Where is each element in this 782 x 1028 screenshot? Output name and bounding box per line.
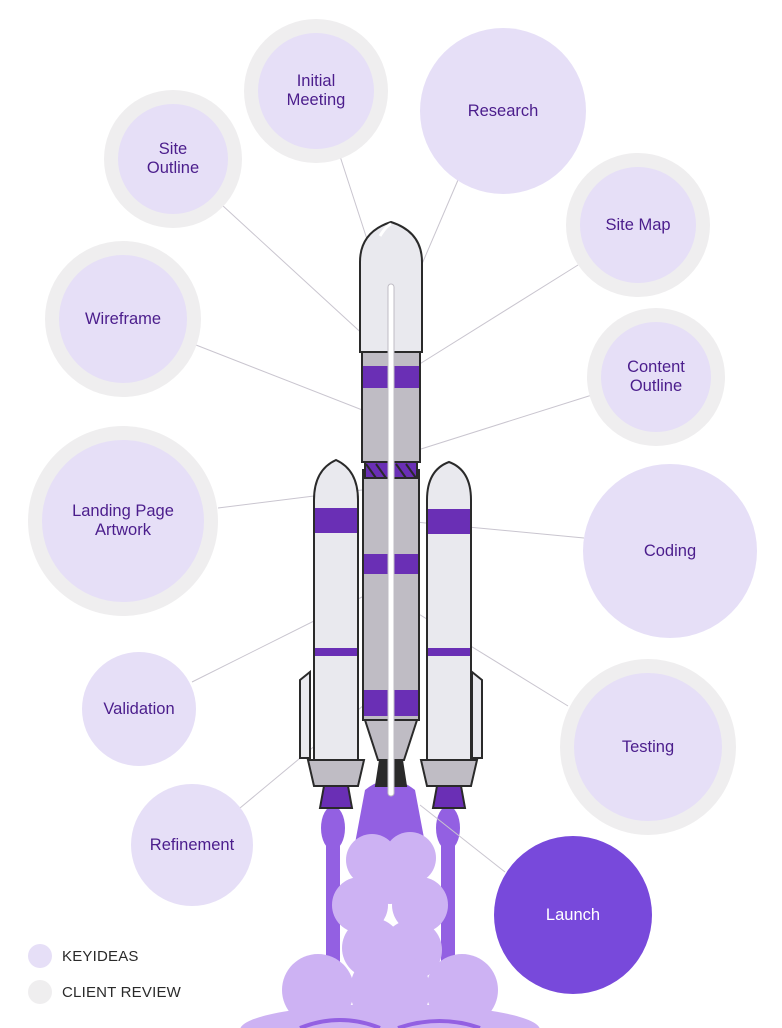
node-refinement: Refinement	[131, 784, 253, 906]
node-label: Initial Meeting	[281, 72, 352, 110]
node-launch: Launch	[494, 836, 652, 994]
node-label: Refinement	[144, 836, 240, 855]
node-label: Testing	[616, 738, 680, 757]
legend-item-keyideas: KEYIDEAS	[28, 944, 139, 968]
node-label: Wireframe	[79, 310, 167, 329]
node-label: Coding	[638, 542, 702, 561]
node-testing: Testing	[574, 673, 722, 821]
legend-label: CLIENT REVIEW	[62, 984, 181, 1001]
legend-swatch-client-review	[28, 980, 52, 1004]
node-site-outline: Site Outline	[118, 104, 228, 214]
node-validation: Validation	[82, 652, 196, 766]
node-label: Site Map	[599, 216, 676, 235]
legend-swatch-keyideas	[28, 944, 52, 968]
node-landing-page-artwork: Landing Page Artwork	[42, 440, 204, 602]
node-coding: Coding	[583, 464, 757, 638]
node-label: Launch	[540, 906, 606, 925]
legend-label: KEYIDEAS	[62, 948, 139, 965]
node-wireframe: Wireframe	[59, 255, 187, 383]
left-booster	[300, 460, 364, 808]
right-booster	[421, 462, 482, 808]
core-stage	[360, 222, 422, 796]
node-content-outline: Content Outline	[601, 322, 711, 432]
node-label: Landing Page Artwork	[66, 502, 180, 540]
node-label: Content Outline	[621, 358, 691, 396]
node-label: Validation	[97, 700, 180, 719]
node-label: Site Outline	[141, 140, 205, 178]
node-label: Research	[462, 102, 545, 121]
legend-item-client-review: CLIENT REVIEW	[28, 980, 181, 1004]
node-research: Research	[420, 28, 586, 194]
node-site-map: Site Map	[580, 167, 696, 283]
node-initial-meeting: Initial Meeting	[258, 33, 374, 149]
